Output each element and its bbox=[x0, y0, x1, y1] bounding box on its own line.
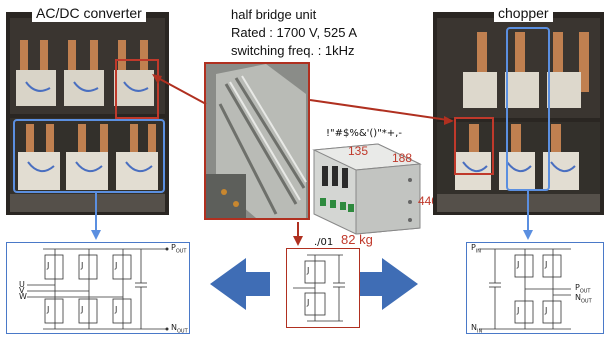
half-bridge-unit-photo bbox=[204, 62, 310, 220]
nout-label: NOUT bbox=[171, 323, 188, 335]
pout-label: POUT bbox=[575, 283, 591, 295]
switch-label: J bbox=[307, 266, 310, 275]
half-bridge-specs: half bridge unit Rated : 1700 V, 525 A s… bbox=[231, 6, 357, 60]
pin-label: PIN bbox=[471, 243, 482, 255]
input-v-label: V bbox=[19, 286, 25, 295]
weight-label: 82 kg bbox=[341, 232, 373, 247]
switch-label: J bbox=[115, 261, 118, 270]
unit-3d-drawing bbox=[308, 140, 433, 235]
half-bridge-schematic: J J bbox=[286, 248, 360, 328]
left-big-arrow bbox=[210, 258, 270, 310]
spec-line-frequency: switching freq. : 1kHz bbox=[231, 43, 355, 58]
input-w-label: W bbox=[19, 292, 27, 301]
garbled-label: !"#$%&'()"*+,- bbox=[326, 128, 402, 139]
depth-dimension: 188 bbox=[392, 151, 413, 165]
unit-code: ./01 bbox=[314, 237, 334, 248]
pout-label: POUT bbox=[171, 243, 187, 255]
right-big-arrow bbox=[358, 258, 418, 310]
switch-label: J bbox=[517, 306, 520, 315]
switch-label: J bbox=[81, 305, 84, 314]
acdc-converter-schematic: J J J J J J U V W POUT NOUT bbox=[6, 242, 190, 335]
spec-line-title: half bridge unit bbox=[231, 7, 317, 22]
chopper-photo bbox=[433, 12, 604, 215]
switch-label: J bbox=[115, 305, 118, 314]
switch-label: J bbox=[545, 260, 548, 269]
switch-label: J bbox=[47, 305, 50, 314]
width-dimension: 135 bbox=[348, 144, 369, 158]
spec-line-rating: Rated : 1700 V, 525 A bbox=[231, 25, 358, 40]
nin-label: NIN bbox=[471, 323, 483, 335]
switch-label: J bbox=[47, 261, 50, 270]
switch-label: J bbox=[307, 298, 310, 307]
chopper-title: chopper bbox=[494, 4, 553, 22]
acdc-converter-photo bbox=[6, 12, 169, 215]
nout-label: NOUT bbox=[575, 293, 592, 305]
switch-label: J bbox=[81, 261, 84, 270]
acdc-converter-title: AC/DC converter bbox=[32, 4, 146, 22]
switch-label: J bbox=[517, 260, 520, 269]
chopper-schematic: J J J J PIN NIN POUT NOUT bbox=[466, 242, 604, 335]
input-u-label: U bbox=[19, 280, 25, 289]
switch-label: J bbox=[545, 306, 548, 315]
